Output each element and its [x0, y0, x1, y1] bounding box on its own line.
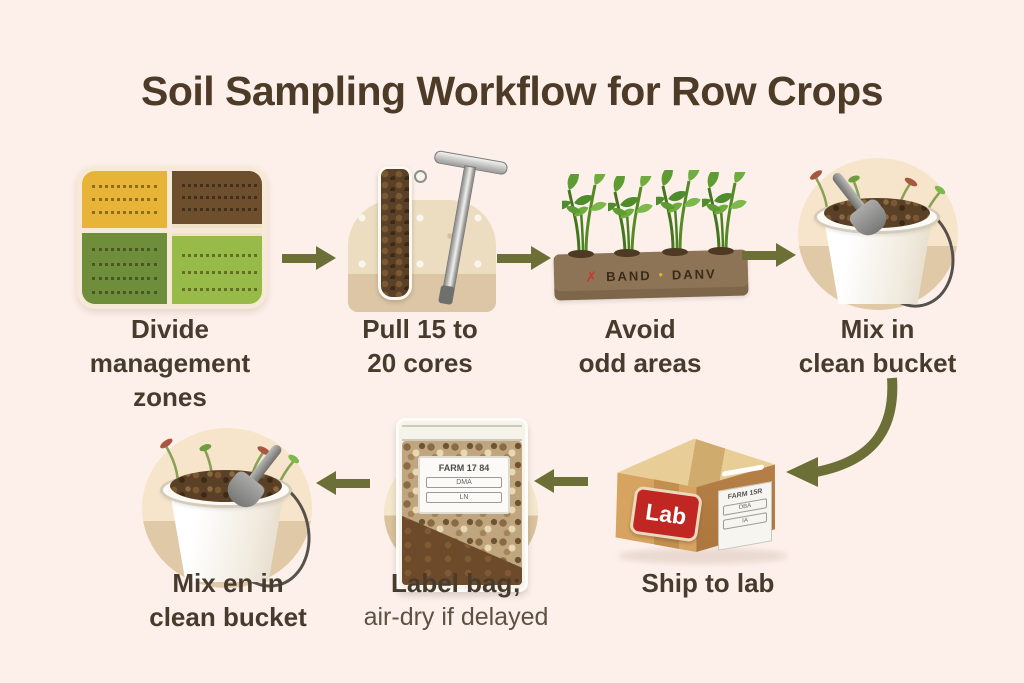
bag-label: FARM 17 84 DMA LN [418, 456, 510, 514]
caption-line: Ship to lab [641, 568, 775, 598]
shipping-box-illustration: Lab FARM 15R DBA IA [606, 424, 798, 586]
bucket-illustration [142, 428, 321, 596]
arrow-right-icon [497, 246, 551, 270]
dot-icon: • [658, 267, 666, 282]
plant-icon [562, 174, 608, 258]
planting-hole [662, 248, 688, 256]
soil-in-bucket [170, 470, 282, 502]
page-title: Soil Sampling Workflow for Row Crops [140, 68, 884, 114]
box-shadow [618, 548, 788, 564]
field-map-illustration [77, 166, 267, 309]
step-caption-mix: Mix in clean bucket [775, 312, 980, 380]
caption-line: Mix en in [172, 568, 284, 598]
soil-strip-word1: BAND [605, 267, 652, 284]
soil-strip-word2: DANV [671, 265, 717, 282]
plant-icon [608, 176, 654, 260]
field-zone-dark-brown [171, 171, 262, 229]
field-zone-light-green [171, 233, 262, 304]
planting-hole [708, 247, 734, 255]
caption-line: clean bucket [149, 602, 307, 632]
caption-line: odd areas [578, 348, 702, 378]
planting-hole [614, 249, 640, 257]
field-zone-green [82, 233, 167, 304]
curved-arrow-icon [786, 377, 898, 487]
bag-label-line: LN [426, 492, 502, 503]
caption-line: Divide [130, 314, 210, 344]
bucket-body [824, 223, 932, 304]
plant-icon [656, 170, 702, 254]
core-sample-tube [378, 166, 412, 300]
shipping-label: FARM 15R DBA IA [718, 481, 772, 551]
step-caption-avoid: Avoid odd areas [550, 312, 730, 380]
caption-line: 20 cores [367, 348, 473, 378]
lab-label: Lab [628, 485, 704, 543]
bag-zip-seal [402, 425, 522, 441]
bucket-body [170, 497, 284, 582]
caption-line: Pull 15 to [362, 314, 478, 344]
caption-line: Avoid [604, 314, 676, 344]
caption-line: Label bag; [390, 568, 521, 598]
caption-line: management zones [89, 348, 251, 412]
soil-probe-illustration [348, 149, 509, 314]
sample-bag-illustration: FARM 17 84 DMA LN [382, 418, 544, 604]
bag-label-line: DMA [426, 477, 502, 488]
arrow-right-icon [282, 246, 336, 270]
x-mark-icon: ✗ [585, 267, 600, 285]
step-caption-cores: Pull 15 to 20 cores [330, 312, 510, 380]
caption-line: air-dry if delayed [363, 603, 549, 631]
shipping-label-line: IA [723, 512, 767, 530]
probe-shaft [442, 165, 477, 292]
arrow-right-icon [742, 243, 796, 267]
bucket-illustration [798, 158, 964, 316]
crop-row-illustration: ✗ BAND • DANV [552, 172, 752, 302]
planting-hole [568, 250, 594, 258]
caption-line: clean bucket [798, 348, 957, 378]
arrow-left-icon [316, 471, 370, 495]
soil-mound [348, 200, 496, 312]
step-caption-mix2: Mix en in clean bucket [116, 566, 340, 634]
field-zone-yellow [82, 171, 167, 229]
step-caption-ship: Ship to lab [608, 566, 808, 600]
caption-line: Mix in [840, 314, 915, 344]
bag-label-line: FARM 17 84 [438, 463, 490, 473]
step-caption-divide: Divide management zones [50, 312, 290, 414]
probe-hole [414, 170, 427, 183]
step-caption-labelbag: Label bag; air-dry if delayed [350, 566, 562, 634]
probe-tip [438, 284, 456, 306]
